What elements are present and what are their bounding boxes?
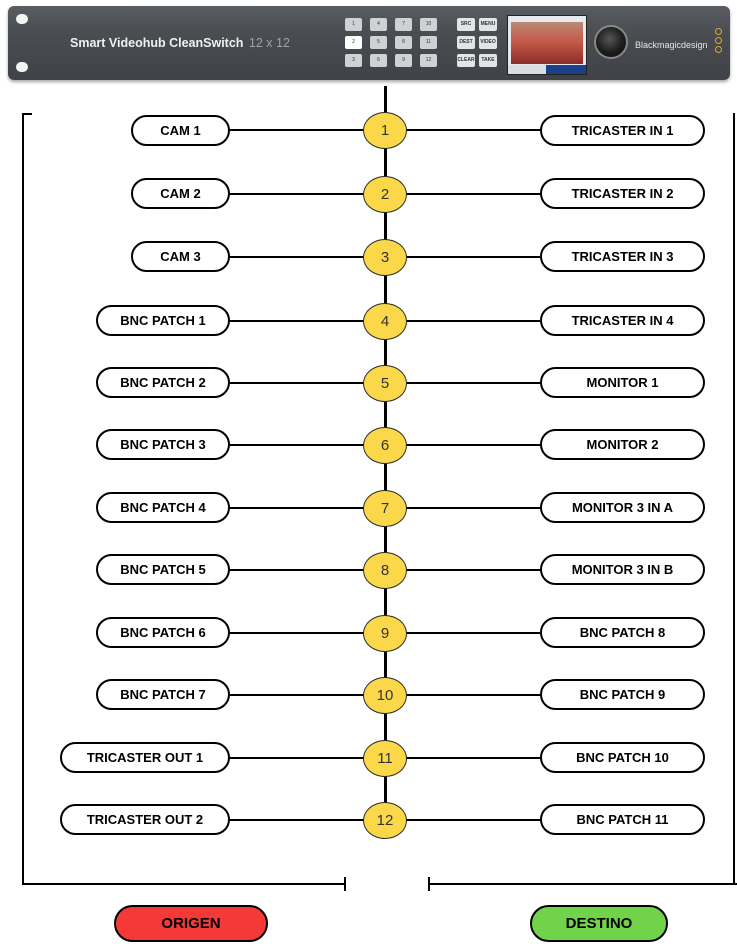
source-node: BNC PATCH 7 — [96, 679, 230, 710]
keypad-key: 1 — [345, 18, 362, 31]
route-number: 3 — [363, 239, 407, 276]
destination-node: TRICASTER IN 4 — [540, 305, 705, 336]
source-node: BNC PATCH 5 — [96, 554, 230, 585]
source-node: BNC PATCH 4 — [96, 492, 230, 523]
route-number: 5 — [363, 365, 407, 402]
keypad-key: 6 — [370, 54, 387, 67]
route-number: 6 — [363, 427, 407, 464]
lcd-status-bar — [508, 65, 586, 74]
destination-node: MONITOR 2 — [540, 429, 705, 460]
destination-label: DESTINO — [530, 905, 668, 942]
device-title: Smart Videohub CleanSwitch 12 x 12 — [70, 36, 290, 50]
brand-logo: Blackmagicdesign — [635, 40, 708, 50]
source-node: TRICASTER OUT 1 — [60, 742, 230, 773]
route-number: 1 — [363, 112, 407, 149]
keypad-key: 3 — [345, 54, 362, 67]
source-node: CAM 3 — [131, 241, 230, 272]
route-number: 12 — [363, 802, 407, 839]
keypad-key: 12 — [420, 54, 437, 67]
source-node: CAM 2 — [131, 178, 230, 209]
rack-ear-hole — [16, 14, 28, 24]
source-node: BNC PATCH 1 — [96, 305, 230, 336]
destination-node: TRICASTER IN 2 — [540, 178, 705, 209]
destination-node: MONITOR 1 — [540, 367, 705, 398]
destination-node: BNC PATCH 8 — [540, 617, 705, 648]
device-size: 12 x 12 — [248, 36, 290, 50]
source-node: BNC PATCH 3 — [96, 429, 230, 460]
rack-ear-hole — [16, 62, 28, 72]
device-name: Smart Videohub CleanSwitch — [70, 36, 244, 50]
function-key: MENU — [479, 18, 497, 31]
brand-mark-icon — [715, 28, 722, 58]
source-node: BNC PATCH 2 — [96, 367, 230, 398]
destination-node: TRICASTER IN 3 — [540, 241, 705, 272]
origin-label: ORIGEN — [114, 905, 268, 942]
keypad-key: 8 — [395, 36, 412, 49]
function-key: DEST — [457, 36, 475, 49]
route-number: 2 — [363, 176, 407, 213]
route-number: 7 — [363, 490, 407, 527]
destination-node: MONITOR 3 IN B — [540, 554, 705, 585]
function-key: SRC — [457, 18, 475, 31]
videohub-device: Smart Videohub CleanSwitch 12 x 12 1 4 7… — [8, 6, 730, 80]
keypad-key: 11 — [420, 36, 437, 49]
keypad-key: 4 — [370, 18, 387, 31]
device-lcd-screen — [507, 15, 587, 75]
source-node: BNC PATCH 6 — [96, 617, 230, 648]
destination-node: BNC PATCH 9 — [540, 679, 705, 710]
destination-node: MONITOR 3 IN A — [540, 492, 705, 523]
function-key: TAKE — [479, 54, 497, 67]
lcd-video-preview — [511, 22, 583, 64]
keypad-key: 9 — [395, 54, 412, 67]
keypad-key: 5 — [370, 36, 387, 49]
source-node: CAM 1 — [131, 115, 230, 146]
source-node: TRICASTER OUT 2 — [60, 804, 230, 835]
function-key: VIDEO — [479, 36, 497, 49]
destination-node: BNC PATCH 11 — [540, 804, 705, 835]
keypad-key: 7 — [395, 18, 412, 31]
keypad-key: 10 — [420, 18, 437, 31]
route-number: 4 — [363, 303, 407, 340]
destination-node: TRICASTER IN 1 — [540, 115, 705, 146]
route-number: 11 — [363, 740, 407, 777]
keypad-key: 2 — [345, 36, 362, 49]
function-key: CLEAR — [457, 54, 475, 67]
route-number: 9 — [363, 615, 407, 652]
route-number: 10 — [363, 677, 407, 714]
device-knob-icon — [594, 25, 628, 59]
destination-node: BNC PATCH 10 — [540, 742, 705, 773]
route-number: 8 — [363, 552, 407, 589]
